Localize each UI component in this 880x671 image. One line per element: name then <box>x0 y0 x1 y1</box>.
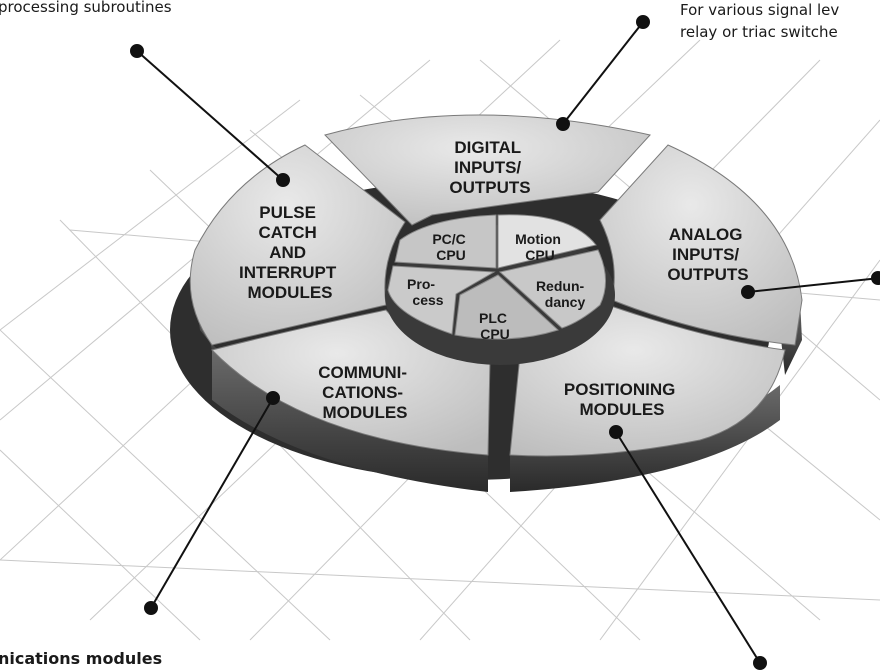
caption-signal-levels: For various signal lev <box>680 1 840 19</box>
caption-processing-subroutines: processing subroutines <box>0 0 172 16</box>
label-analog-line1: ANALOG <box>669 225 743 244</box>
label-motion-cpu: Motion CPU <box>515 231 565 263</box>
label-plc-cpu: PLC CPU <box>479 310 511 342</box>
label-digital-line3: OUTPUTS <box>449 178 530 197</box>
leader-dot-communications-end <box>144 601 158 615</box>
label-pcc-line2: CPU <box>436 247 466 263</box>
leader-dot-pulse-start <box>276 173 290 187</box>
leader-dot-analog-end <box>871 271 880 285</box>
leader-lines <box>130 15 880 670</box>
caption-relay-triac: relay or triac switche <box>680 23 838 41</box>
hub-segment-plc <box>454 274 559 340</box>
label-digital-io: DIGITAL INPUTS/ OUTPUTS <box>449 138 530 197</box>
leader-line-communications <box>150 397 274 609</box>
segment-side-positioning <box>510 385 780 492</box>
label-redundancy-line1: Redun- <box>536 278 585 294</box>
label-pulse-line5: MODULES <box>248 283 333 302</box>
leader-line-positioning <box>615 431 761 664</box>
label-pcc-cpu: PC/C CPU <box>432 231 469 263</box>
segment-digital-io <box>324 114 651 226</box>
label-motion-line2: CPU <box>525 247 555 263</box>
leader-dot-communications-start <box>266 391 280 405</box>
label-pulse-line2: CATCH <box>259 223 317 242</box>
leader-dot-digital-end <box>636 15 650 29</box>
label-positioning-line2: MODULES <box>580 400 665 419</box>
label-digital-line2: INPUTS/ <box>454 158 521 177</box>
leader-dot-positioning-end <box>753 656 767 670</box>
label-process-line2: cess <box>412 292 443 308</box>
label-analog-line2: INPUTS/ <box>672 245 739 264</box>
hub-segment-pcc <box>394 214 497 269</box>
label-plc-line2: CPU <box>480 326 510 342</box>
label-analog-io: ANALOG INPUTS/ OUTPUTS <box>667 225 748 284</box>
hub-segment-redundancy <box>498 249 606 329</box>
hub-segment-motion <box>497 214 597 269</box>
label-motion-line1: Motion <box>515 231 561 247</box>
leader-line-digital <box>562 21 644 125</box>
label-pulse-line1: PULSE <box>259 203 316 222</box>
leader-dot-positioning-start <box>609 425 623 439</box>
leader-dot-pulse-end <box>130 44 144 58</box>
label-analog-line3: OUTPUTS <box>667 265 748 284</box>
label-pulse-line4: INTERRUPT <box>239 263 337 282</box>
hub-segment-process <box>387 265 496 335</box>
label-process: Pro- cess <box>407 276 444 308</box>
segment-pulse-catch <box>189 144 406 346</box>
leader-dot-analog-start <box>741 285 755 299</box>
leader-line-analog <box>747 277 880 293</box>
label-pulse-catch: PULSE CATCH AND INTERRUPT MODULES <box>239 203 341 302</box>
cpu-hub <box>385 214 615 365</box>
label-communications-line1: COMMUNI- <box>318 363 407 382</box>
label-redundancy-line2: dancy <box>545 294 586 310</box>
label-process-line1: Pro- <box>407 276 435 292</box>
leader-line-pulse <box>136 50 284 181</box>
label-communications-line3: MODULES <box>323 403 408 422</box>
label-communications: COMMUNI- CATIONS- MODULES <box>318 363 412 422</box>
label-plc-line1: PLC <box>479 310 507 326</box>
label-redundancy: Redun- dancy <box>536 278 588 310</box>
label-communications-line2: CATIONS- <box>322 383 403 402</box>
label-positioning-line1: POSITIONING <box>564 380 675 399</box>
label-pulse-line3: AND <box>269 243 306 262</box>
segment-side-communications <box>212 350 488 492</box>
label-digital-line1: DIGITAL <box>454 138 520 157</box>
label-pcc-line1: PC/C <box>432 231 465 247</box>
leader-dot-digital-start <box>556 117 570 131</box>
caption-communications-modules: nications modules <box>0 649 163 668</box>
label-positioning: POSITIONING MODULES <box>564 380 680 419</box>
